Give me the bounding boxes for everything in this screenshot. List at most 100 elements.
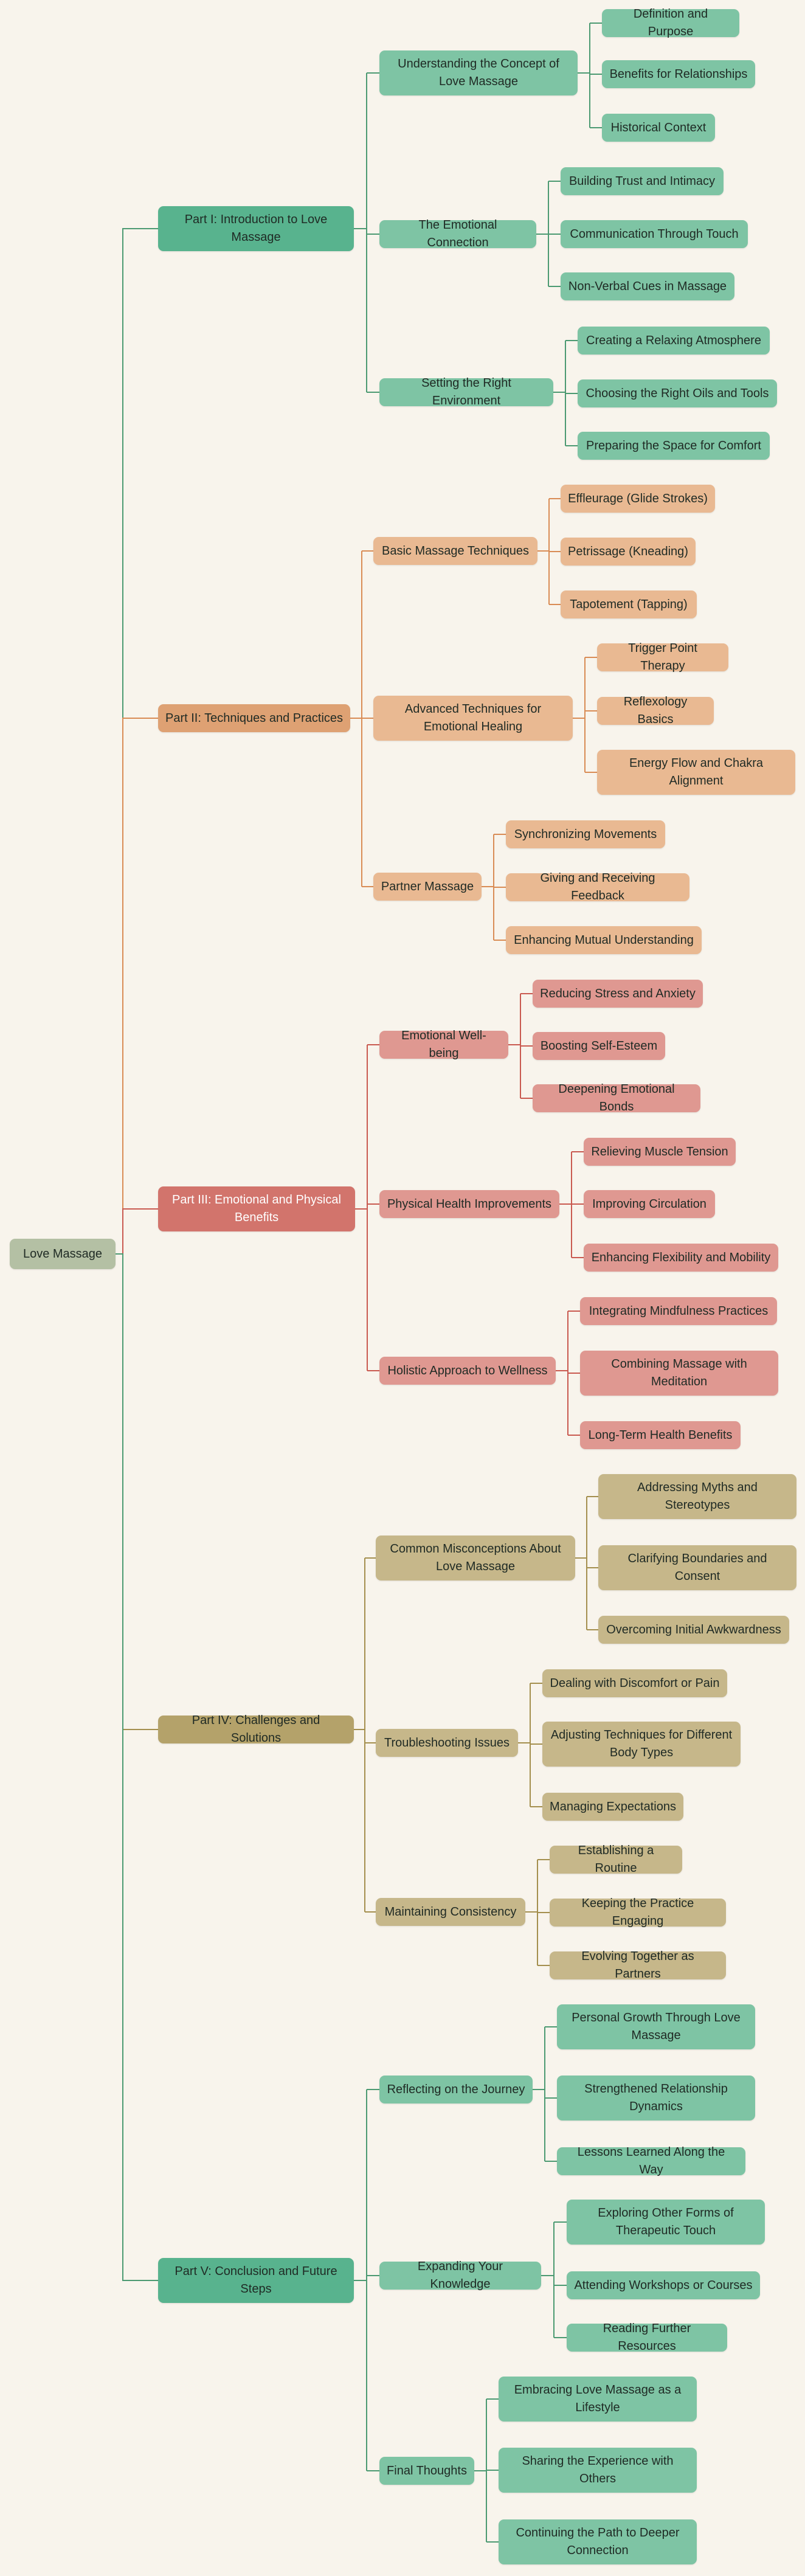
leaf-node-label: Long-Term Health Benefits — [588, 1428, 733, 1442]
leaf-node[interactable]: Enhancing Mutual Understanding — [506, 926, 702, 954]
section-node[interactable]: Partner Massage — [373, 873, 482, 901]
leaf-node-label: Petrissage (Kneading) — [568, 544, 688, 558]
leaf-node[interactable]: Petrissage (Kneading) — [561, 538, 696, 566]
leaf-node-label: Clarifying Boundaries and Consent — [627, 1552, 767, 1583]
part-node-1-label: Part I: Introduction to Love Massage — [184, 213, 328, 244]
leaf-node[interactable]: Non-Verbal Cues in Massage — [561, 272, 734, 300]
root-branch-line — [116, 718, 158, 1255]
section-node[interactable]: Advanced Techniques for Emotional Healin… — [373, 696, 573, 741]
section-node[interactable]: The Emotional Connection — [379, 218, 536, 249]
leaf-node-label: Establishing a Routine — [578, 1844, 654, 1875]
leaf-node[interactable]: Reflexology Basics — [597, 695, 714, 726]
leaf-node[interactable]: Evolving Together as Partners — [550, 1950, 726, 1981]
leaf-node-label: Adjusting Techniques for Different Body … — [550, 1728, 733, 1759]
leaf-node-label: Reading Further Resources — [603, 2322, 691, 2353]
leaf-node[interactable]: Tapotement (Tapping) — [561, 590, 697, 618]
leaf-node[interactable]: Energy Flow and Chakra Alignment — [597, 750, 795, 795]
leaf-node-label: Attending Workshops or Courses — [574, 2278, 753, 2292]
section-node[interactable]: Expanding Your Knowledge — [379, 2260, 541, 2291]
section-node[interactable]: Reflecting on the Journey — [379, 2076, 533, 2103]
leaf-node[interactable]: Clarifying Boundaries and Consent — [598, 1545, 796, 1590]
leaf-node-label: Strengthened Relationship Dynamics — [584, 2082, 728, 2113]
part-node-4[interactable]: Part IV: Challenges and Solutions — [158, 1714, 354, 1745]
leaf-node-label: Reducing Stress and Anxiety — [540, 986, 696, 1000]
leaf-node[interactable]: Historical Context — [602, 114, 715, 142]
leaf-node[interactable]: Overcoming Initial Awkwardness — [598, 1616, 789, 1644]
leaf-node[interactable]: Keeping the Practice Engaging — [550, 1897, 726, 1928]
leaf-node[interactable]: Synchronizing Movements — [506, 820, 665, 848]
leaf-node[interactable]: Embracing Love Massage as a Lifestyle — [499, 2377, 697, 2422]
leaf-node[interactable]: Creating a Relaxing Atmosphere — [578, 327, 770, 355]
leaf-node-label: Enhancing Flexibility and Mobility — [591, 1250, 771, 1264]
leaf-node-label: Benefits for Relationships — [609, 67, 748, 81]
leaf-node[interactable]: Trigger Point Therapy — [597, 642, 728, 673]
root-node[interactable]: Love Massage — [10, 1239, 116, 1269]
leaf-node[interactable]: Integrating Mindfulness Practices — [580, 1297, 777, 1325]
section-node[interactable]: Maintaining Consistency — [376, 1898, 525, 1926]
leaf-node[interactable]: Exploring Other Forms of Therapeutic Tou… — [567, 2200, 765, 2245]
leaf-node-label: Definition and Purpose — [633, 7, 708, 38]
leaf-node[interactable]: Effleurage (Glide Strokes) — [561, 485, 715, 513]
leaf-node-label: Giving and Receiving Feedback — [540, 871, 655, 902]
leaf-node[interactable]: Long-Term Health Benefits — [580, 1421, 741, 1449]
part-node-3[interactable]: Part III: Emotional and Physical Benefit… — [158, 1186, 355, 1231]
section-node[interactable]: Final Thoughts — [379, 2457, 474, 2485]
leaf-node[interactable]: Attending Workshops or Courses — [567, 2271, 760, 2299]
leaf-node[interactable]: Definition and Purpose — [602, 7, 739, 38]
leaf-node[interactable]: Sharing the Experience with Others — [499, 2448, 697, 2493]
leaf-node[interactable]: Deepening Emotional Bonds — [533, 1082, 700, 1113]
leaf-node-label: Evolving Together as Partners — [581, 1950, 694, 1981]
leaf-node[interactable]: Adjusting Techniques for Different Body … — [542, 1722, 741, 1767]
leaf-node-label: Building Trust and Intimacy — [568, 174, 716, 188]
leaf-node[interactable]: Communication Through Touch — [561, 220, 748, 248]
section-node[interactable]: Troubleshooting Issues — [376, 1729, 518, 1757]
leaf-node[interactable]: Reducing Stress and Anxiety — [533, 980, 703, 1008]
leaf-node[interactable]: Continuing the Path to Deeper Connection — [499, 2519, 697, 2564]
leaf-node[interactable]: Boosting Self-Esteem — [533, 1032, 665, 1060]
section-node[interactable]: Basic Massage Techniques — [373, 537, 537, 565]
leaf-node-label: Addressing Myths and Stereotypes — [637, 1481, 758, 1512]
leaf-node[interactable]: Relieving Muscle Tension — [584, 1138, 736, 1166]
root-node-label: Love Massage — [22, 1247, 103, 1261]
leaf-node[interactable]: Improving Circulation — [584, 1190, 715, 1218]
section-node-label: The Emotional Connection — [418, 218, 497, 249]
leaf-node[interactable]: Managing Expectations — [542, 1793, 683, 1821]
section-node-label: Emotional Well-being — [401, 1029, 486, 1060]
leaf-node[interactable]: Building Trust and Intimacy — [561, 167, 724, 195]
leaf-node[interactable]: Preparing the Space for Comfort — [578, 432, 770, 460]
leaf-node[interactable]: Enhancing Flexibility and Mobility — [584, 1244, 778, 1272]
leaf-node[interactable]: Benefits for Relationships — [602, 60, 755, 88]
leaf-node[interactable]: Personal Growth Through Love Massage — [557, 2004, 755, 2049]
part-node-1[interactable]: Part I: Introduction to Love Massage — [158, 206, 354, 251]
leaf-node[interactable]: Lessons Learned Along the Way — [557, 2145, 745, 2176]
root-branch-line — [116, 1253, 158, 2281]
leaf-node-label: Integrating Mindfulness Practices — [589, 1304, 769, 1318]
leaf-node-label: Personal Growth Through Love Massage — [572, 2011, 741, 2042]
section-node[interactable]: Common Misconceptions About Love Massage — [376, 1536, 575, 1581]
section-node-label: Basic Massage Techniques — [382, 544, 529, 558]
section-node[interactable]: Physical Health Improvements — [379, 1190, 559, 1218]
part-node-5[interactable]: Part V: Conclusion and Future Steps — [158, 2258, 354, 2303]
leaf-node-label: Preparing the Space for Comfort — [586, 438, 761, 452]
section-node-label: Physical Health Improvements — [387, 1197, 552, 1211]
leaf-node[interactable]: Combining Massage with Meditation — [580, 1351, 778, 1396]
part-node-2[interactable]: Part II: Techniques and Practices — [158, 704, 350, 732]
leaf-node-label: Continuing the Path to Deeper Connection — [516, 2526, 680, 2557]
leaf-node[interactable]: Addressing Myths and Stereotypes — [598, 1474, 796, 1519]
leaf-node-label: Deepening Emotional Bonds — [558, 1082, 675, 1113]
leaf-node-label: Improving Circulation — [592, 1197, 707, 1211]
leaf-node[interactable]: Giving and Receiving Feedback — [506, 871, 689, 902]
leaf-node-label: Effleurage (Glide Strokes) — [568, 491, 708, 505]
leaf-node[interactable]: Establishing a Routine — [550, 1844, 682, 1875]
section-node[interactable]: Holistic Approach to Wellness — [379, 1357, 556, 1385]
section-node[interactable]: Understanding the Concept of Love Massag… — [379, 50, 578, 95]
root-branch-line — [116, 228, 158, 1255]
leaf-node[interactable]: Dealing with Discomfort or Pain — [542, 1669, 727, 1697]
leaf-node[interactable]: Choosing the Right Oils and Tools — [578, 379, 777, 407]
section-node-label: Understanding the Concept of Love Massag… — [398, 57, 559, 88]
section-node[interactable]: Emotional Well-being — [379, 1029, 508, 1060]
leaf-node[interactable]: Strengthened Relationship Dynamics — [557, 2076, 755, 2121]
section-node[interactable]: Setting the Right Environment — [379, 376, 553, 407]
leaf-node[interactable]: Reading Further Resources — [567, 2322, 727, 2353]
part-node-5-label: Part V: Conclusion and Future Steps — [174, 2265, 337, 2296]
